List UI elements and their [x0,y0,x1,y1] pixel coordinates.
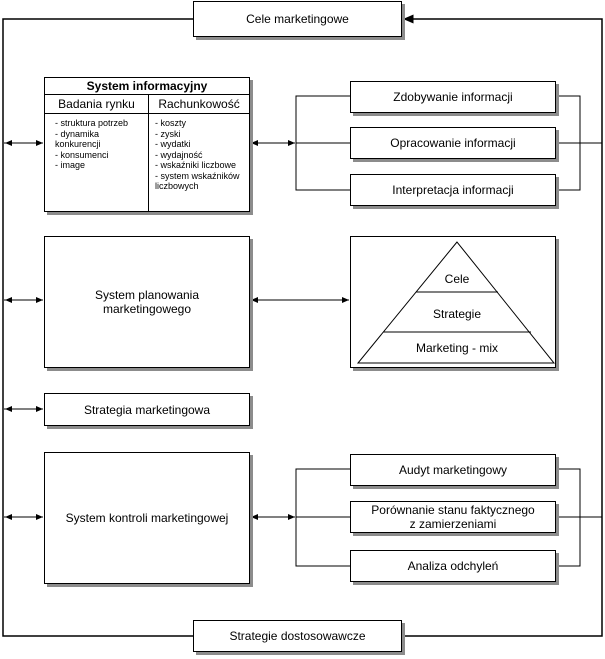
info-step-label: Opracowanie informacji [390,136,516,150]
control-step-box: Porównanie stanu faktycznego z zamierzen… [350,501,556,533]
info-system-box: System informacyjny Badania rynku Rachun… [44,77,250,212]
control-step-label: Audyt marketingowy [398,463,508,477]
info-step-box: Zdobywanie informacji [350,81,556,113]
planning-system-box: System planowania marketingowego [44,236,250,368]
market-research-header: Badania rynku [45,95,149,113]
control-step-box: Analiza odchyleń [350,550,556,582]
pyramid-shape [356,241,555,364]
planning-label: System planowania marketingowego [94,288,200,316]
control-step-label: Porównanie stanu faktycznego z zamierzen… [371,503,535,531]
pyramid-level-marketing-mix: Marketing - mix [415,341,498,355]
pyramid-box: Cele Strategie Marketing - mix [350,236,556,368]
adaptive-strategies-box: Strategie dostosowawcze [193,620,402,652]
goals-label: Cele marketingowe [246,12,349,26]
pyramid-level-strategies: Strategie [432,307,482,321]
control-step-label: Analiza odchyleń [407,559,499,573]
info-step-label: Interpretacja informacji [392,183,514,197]
control-step-box: Audyt marketingowy [350,454,556,486]
marketing-strategy-box: Strategia marketingowa [44,393,250,426]
pyramid-level-goals: Cele [444,272,470,286]
market-research-list: - struktura potrzeb- dynamika konkurencj… [55,118,129,170]
info-step-box: Interpretacja informacji [350,174,556,206]
accounting-list: - koszty- zyski- wydatki- wydajność- wsk… [155,118,240,191]
accounting-header: Rachunkowość [158,97,240,111]
marketing-strategy-label: Strategia marketingowa [83,402,211,417]
control-system-box: System kontroli marketingowej [44,452,250,584]
info-step-box: Opracowanie informacji [350,127,556,159]
info-step-label: Zdobywanie informacji [393,90,513,104]
goals-box: Cele marketingowe [193,1,402,37]
info-system-title: System informacyjny [45,78,249,95]
adaptive-strategies-label: Strategie dostosowawcze [229,629,366,643]
control-label: System kontroli marketingowej [65,511,229,525]
